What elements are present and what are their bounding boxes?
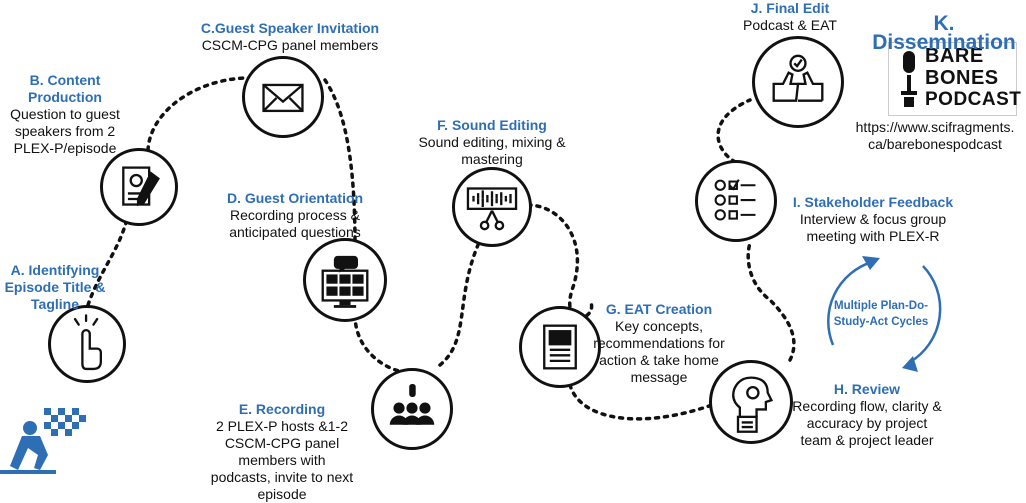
dissemination-url[interactable]: https://www.scifragments. ca/barebonespo… — [844, 119, 1026, 153]
step-f-label: F. Sound Editing Sound editing, mixing &… — [416, 117, 568, 168]
pdsa-cycle-label: Multiple Plan-Do-Study-Act Cycles — [833, 300, 929, 328]
step-d-title: D. Guest Orientation — [226, 190, 364, 206]
logo-line-3: PODCAST — [925, 89, 1022, 110]
pointing-hand-icon — [73, 314, 102, 371]
cycle-arrowhead-bottom — [902, 356, 918, 372]
step-e-circle — [371, 368, 453, 450]
step-d-desc: Recording process & anticipated question… — [229, 207, 361, 240]
step-a-title: A. Identifying Episode Title & Tagline — [4, 262, 106, 312]
feedback-faces-icon — [714, 179, 756, 221]
step-c-label: C.Guest Speaker Invitation CSCM-CPG pane… — [192, 20, 388, 54]
url-line-2: ca/barebonespodcast — [868, 136, 1002, 152]
step-b-desc: Question to guest speakers from 2 PLEX-P… — [10, 106, 120, 156]
step-f-circle — [452, 167, 532, 247]
group-microphone-icon — [389, 383, 435, 425]
step-k-title: K. Dissemination — [872, 12, 1016, 54]
cycle-arrowhead-top — [862, 256, 880, 270]
envelope-icon — [262, 83, 304, 113]
step-g-circle — [519, 306, 601, 388]
thumbs-up-icon — [772, 54, 824, 102]
step-c-title: C.Guest Speaker Invitation — [200, 20, 380, 36]
step-f-desc: Sound editing, mixing & mastering — [418, 134, 566, 167]
step-j-desc: Podcast & EAT — [743, 17, 837, 33]
step-j-circle — [752, 36, 844, 128]
dotted-path — [86, 76, 796, 421]
step-d-label: D. Guest Orientation Recording process &… — [214, 190, 376, 241]
step-f-title: F. Sound Editing — [437, 117, 547, 133]
newsletter-icon — [543, 324, 577, 370]
step-i-desc: Interview & focus group meeting with PLE… — [799, 211, 947, 244]
process-path — [0, 76, 942, 474]
step-h-label: H. Review Recording flow, clarity & accu… — [792, 381, 942, 449]
video-call-icon — [321, 255, 369, 308]
step-i-title: I. Stakeholder Feedback — [792, 194, 954, 210]
step-h-title: H. Review — [833, 381, 901, 397]
step-a-label: A. Identifying Episode Title & Tagline — [0, 262, 110, 313]
step-g-label: G. EAT Creation Key concepts, recommenda… — [590, 301, 728, 386]
runner-flag-icon — [0, 408, 86, 474]
step-c-desc: CSCM-CPG panel members — [201, 37, 379, 53]
step-d-circle — [303, 238, 387, 322]
step-g-title: G. EAT Creation — [605, 301, 713, 317]
headset-head-icon — [732, 376, 774, 433]
step-j-label: J. Final Edit Podcast & EAT — [730, 0, 850, 34]
document-pencil-icon — [122, 166, 160, 207]
step-k-label: K. Dissemination — [862, 12, 1026, 54]
step-i-label: I. Stakeholder Feedback Interview & focu… — [783, 194, 963, 245]
step-b-title: B. Content Production — [28, 72, 102, 105]
step-e-label: E. Recording 2 PLEX-P hosts &1-2 CSCM-CP… — [208, 401, 356, 503]
step-g-desc: Key concepts, recommendations for action… — [593, 318, 725, 385]
step-i-circle — [695, 160, 777, 242]
step-h-desc: Recording flow, clarity & accuracy by pr… — [792, 398, 942, 448]
step-j-title: J. Final Edit — [750, 0, 830, 16]
step-b-label: B. Content Production Question to guest … — [10, 72, 120, 157]
microphone-logo-icon — [901, 51, 917, 107]
cycle-arrows — [827, 260, 942, 364]
waveform-scissors-icon — [466, 187, 518, 231]
step-a-circle — [48, 305, 126, 383]
step-b-circle — [100, 148, 178, 226]
step-c-circle — [242, 56, 324, 138]
bare-bones-podcast-logo: BARE BONES PODCAST — [888, 42, 1021, 116]
logo-line-2: BONES — [925, 67, 999, 89]
logo-line-1: BARE — [925, 45, 984, 67]
step-e-title: E. Recording — [238, 401, 326, 417]
step-e-desc: 2 PLEX-P hosts &1-2 CSCM-CPG panel membe… — [210, 418, 354, 502]
url-line-1: https://www.scifragments. — [855, 119, 1015, 135]
step-h-circle — [709, 360, 793, 444]
